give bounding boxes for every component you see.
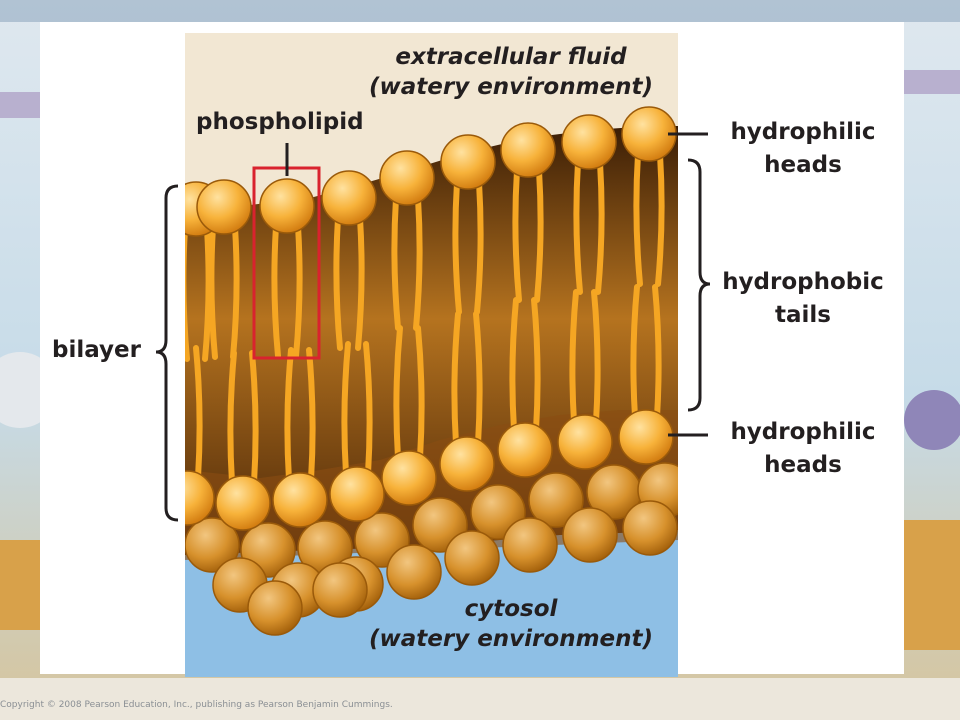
- upper-tail: [534, 167, 544, 303]
- lower-surface-head: [444, 530, 500, 586]
- hydrophobic-word: hydrophobic: [722, 269, 884, 295]
- upper-tail: [595, 159, 605, 295]
- phospholipid-label: phospholipid: [196, 109, 364, 135]
- upper-tail: [512, 167, 522, 303]
- upper-tail: [208, 224, 218, 360]
- lower-tail: [249, 350, 259, 486]
- lower-tail: [415, 325, 425, 461]
- phosphate-head-upper: [561, 114, 617, 170]
- lower-tail: [227, 350, 237, 486]
- upper-tail: [230, 224, 240, 360]
- extracellular-fluid-subtitle: (watery environment): [368, 74, 654, 100]
- upper-tail: [333, 215, 343, 351]
- upper-tail: [355, 215, 365, 351]
- lower-surface-heads: [185, 462, 678, 636]
- lower-surface-head: [622, 500, 678, 556]
- lower-tail: [630, 284, 640, 420]
- hydrophilic-top-word: hydrophilic: [730, 119, 876, 145]
- lower-tail: [473, 311, 483, 447]
- lower-tail: [591, 289, 601, 425]
- phosphate-head-upper: [196, 179, 252, 235]
- lower-tail: [306, 347, 316, 483]
- upper-tail: [293, 223, 303, 359]
- bilayer-label: bilayer: [52, 337, 141, 363]
- upper-tail: [413, 195, 423, 331]
- phosphate-head-lower: [185, 470, 215, 526]
- phosphate-head-lower: [557, 414, 613, 470]
- lower-surface-head: [386, 544, 442, 600]
- bilayer-brace: [155, 184, 179, 522]
- phosphate-head-lower: [215, 475, 271, 531]
- phosphate-head-upper: [259, 178, 315, 234]
- hydrophobic-tails-label: hydrophobic tails: [712, 266, 894, 332]
- heads-bottom-word: heads: [764, 452, 842, 478]
- lower-surface-head: [185, 517, 240, 573]
- lower-tail: [509, 297, 519, 433]
- tails-word: tails: [775, 302, 831, 328]
- lower-tail: [393, 325, 403, 461]
- phosphate-head-upper: [379, 150, 435, 206]
- phosphate-head-upper: [321, 170, 377, 226]
- upper-tail: [474, 179, 484, 315]
- hydrophilic-heads: [185, 106, 677, 531]
- lower-tail: [531, 297, 541, 433]
- upper-tail: [655, 151, 665, 287]
- phosphate-head-lower: [272, 472, 328, 528]
- lower-tail: [451, 311, 461, 447]
- extracellular-fluid-label: extracellular fluid (watery environment): [330, 42, 692, 102]
- phosphate-head-lower: [329, 466, 385, 522]
- upper-tail: [271, 223, 281, 359]
- upper-tail: [633, 151, 643, 287]
- phosphate-head-upper: [440, 134, 496, 190]
- lower-surface-head: [247, 580, 303, 636]
- phosphate-head-lower: [618, 409, 674, 465]
- phosphate-head-lower: [497, 422, 553, 478]
- hydrophilic-heads-bottom-label: hydrophilic heads: [712, 416, 894, 482]
- extracellular-fluid-title: extracellular fluid: [395, 44, 627, 70]
- lower-surface-head: [528, 472, 584, 528]
- cytosol-title: cytosol: [464, 596, 558, 622]
- lower-tail: [284, 347, 294, 483]
- upper-tail: [573, 159, 583, 295]
- lower-tail: [193, 345, 203, 481]
- cytosol-subtitle: (watery environment): [368, 626, 654, 652]
- phosphate-head-lower: [381, 450, 437, 506]
- copyright-notice: Copyright © 2008 Pearson Education, Inc.…: [0, 700, 393, 710]
- hydrophilic-bottom-word: hydrophilic: [730, 419, 876, 445]
- upper-tail: [391, 195, 401, 331]
- hydrophobic-brace: [687, 158, 711, 412]
- lower-tail: [569, 289, 579, 425]
- lower-surface-head: [502, 517, 558, 573]
- lower-tail: [341, 341, 351, 477]
- upper-tail: [185, 226, 190, 362]
- fatty-acid-tails: [174, 151, 665, 486]
- phosphate-head-upper: [621, 106, 677, 162]
- phosphate-head-upper: [500, 122, 556, 178]
- lower-tail: [652, 284, 662, 420]
- lower-tail: [174, 348, 178, 478]
- cytosol-label: cytosol (watery environment): [330, 594, 692, 654]
- upper-tail: [202, 226, 212, 362]
- phosphate-head-lower: [439, 436, 495, 492]
- lower-surface-head: [312, 562, 368, 618]
- upper-tail: [452, 179, 462, 315]
- heads-top-word: heads: [764, 152, 842, 178]
- lower-tail: [363, 341, 373, 477]
- lower-surface-head: [562, 507, 618, 563]
- hydrophilic-heads-top-label: hydrophilic heads: [712, 116, 894, 182]
